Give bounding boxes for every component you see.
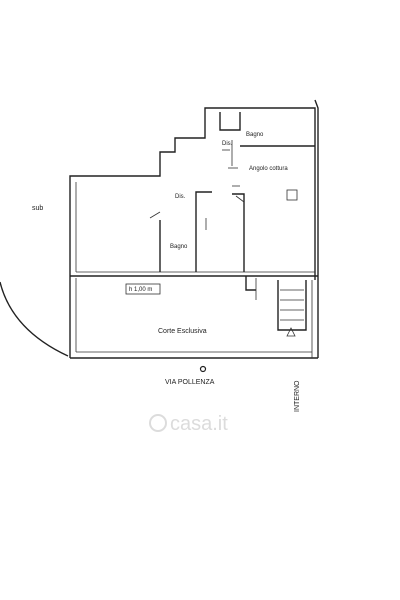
fixture-square	[286, 189, 298, 201]
curved-boundary	[0, 281, 69, 357]
partition-angolo-left	[232, 193, 245, 272]
building-outline	[69, 107, 316, 280]
door-angolo	[235, 195, 245, 203]
label-bagno-left: Bagno	[170, 244, 188, 250]
label-bagno-top: Bagno	[246, 132, 264, 138]
bagno-top-walls	[219, 112, 241, 131]
watermark-logo: casa.it	[149, 413, 228, 435]
stair-triangle	[286, 327, 296, 337]
height-marker-box	[125, 283, 161, 295]
label-angolo-cottura: Angolo cottura	[249, 166, 288, 172]
label-dis-top: Dis.	[222, 141, 233, 147]
partition-bagno-right	[195, 191, 212, 272]
label-sub: sub	[32, 205, 43, 212]
label-interno: INTERNO	[294, 380, 301, 412]
entrance-wall	[245, 276, 256, 291]
label-dis-mid: Dis.	[175, 194, 186, 200]
stair-outline	[277, 280, 307, 331]
partition-left-top	[149, 211, 161, 219]
watermark-text: casa.it	[170, 413, 228, 435]
entrance-marker-dot	[199, 365, 207, 373]
watermark-circle-icon	[149, 414, 167, 432]
label-height: h 1,00 m	[129, 287, 152, 293]
label-corte: Corte Esclusiva	[158, 328, 207, 335]
right-top-return	[314, 99, 319, 280]
label-via: VIA POLLENZA	[165, 379, 215, 386]
